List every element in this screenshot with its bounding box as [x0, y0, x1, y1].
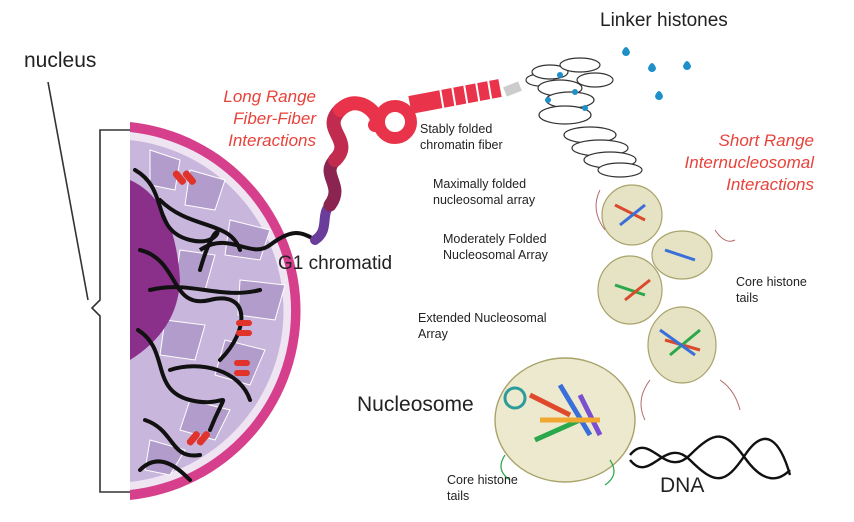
core-tails-bottom-line-1: Core histone	[447, 473, 518, 487]
moderately-line-2: Nucleosomal Array	[443, 248, 548, 262]
large-nucleosome	[494, 357, 636, 486]
long-range-line-3: Interactions	[228, 131, 316, 150]
short-range-line-3: Interactions	[726, 175, 814, 194]
label-linker-histones: Linker histones	[600, 10, 728, 31]
moderately-line-1: Moderately Folded	[443, 232, 547, 246]
g1-chromatid-strand	[198, 231, 317, 252]
label-nucleosome: Nucleosome	[357, 393, 474, 416]
label-long-range: Long Range Fiber-Fiber Interactions	[223, 86, 316, 152]
label-core-tails-bottom: Core histone tails	[447, 472, 518, 504]
label-nucleus: nucleus	[24, 49, 97, 72]
label-maximally-folded: Maximally folded nucleosomal array	[433, 176, 535, 208]
label-core-tails-right: Core histone tails	[736, 274, 807, 306]
short-range-line-1: Short Range	[718, 131, 814, 150]
linker-histone-droplets	[545, 47, 691, 111]
label-moderately-folded: Moderately Folded Nucleosomal Array	[443, 231, 548, 263]
label-stably-folded: Stably folded chromatin fiber	[420, 121, 503, 153]
maximally-line-2: nucleosomal array	[433, 193, 536, 207]
nucleosome-cluster	[595, 184, 741, 421]
core-tails-right-line-2: tails	[736, 291, 759, 305]
stably-folded-fiber	[408, 79, 522, 114]
long-range-line-2: Fiber-Fiber	[233, 109, 316, 128]
extended-line-2: Array	[418, 327, 448, 341]
core-tails-bottom-line-2: tails	[447, 489, 470, 503]
long-range-coil	[310, 96, 417, 245]
short-range-line-2: Internucleosomal	[684, 153, 814, 172]
dna-helix	[629, 435, 792, 480]
disc-stack-upper	[525, 57, 614, 125]
stably-folded-line-1: Stably folded	[420, 122, 493, 136]
nucleus-bracket	[47, 81, 136, 493]
maximally-line-1: Maximally folded	[433, 177, 527, 191]
disc-stack-lower	[563, 126, 643, 178]
label-dna: DNA	[660, 474, 705, 497]
long-range-line-1: Long Range	[223, 87, 316, 106]
label-extended-array: Extended Nucleosomal Array	[418, 310, 547, 342]
label-g1-chromatid: G1 chromatid	[278, 253, 393, 274]
nucleus-cell	[130, 122, 301, 500]
label-short-range: Short Range Internucleosomal Interaction…	[685, 130, 814, 196]
stably-folded-line-2: chromatin fiber	[420, 138, 503, 152]
extended-line-1: Extended Nucleosomal	[418, 311, 547, 325]
core-tails-right-line-1: Core histone	[736, 275, 807, 289]
